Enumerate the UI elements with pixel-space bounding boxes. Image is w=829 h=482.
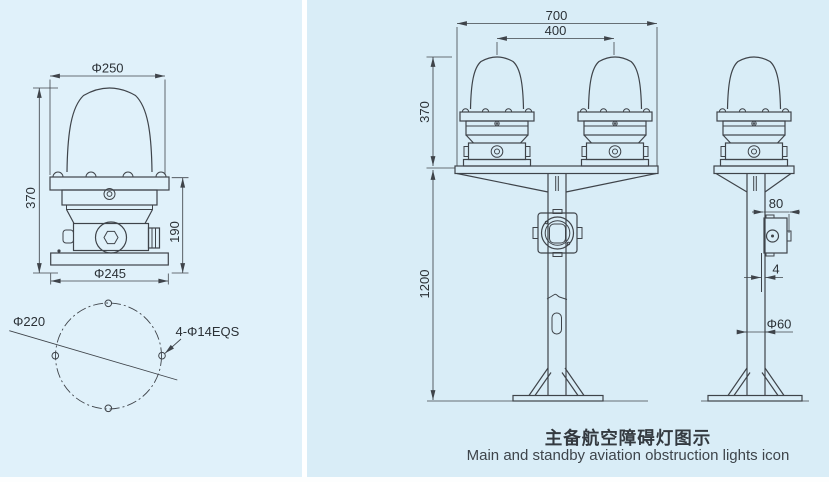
dim-label-400: 400 xyxy=(545,23,567,38)
pole-break-line xyxy=(546,293,568,300)
dim-label-1200: 1200 xyxy=(417,270,432,299)
dim-label-370: 370 xyxy=(23,187,38,209)
crossbar xyxy=(454,165,659,175)
dim-phi250: Φ250 xyxy=(49,61,166,175)
phi220-leader-line xyxy=(9,330,178,381)
bottom-strip xyxy=(0,477,829,482)
bolt-hole-right xyxy=(158,351,166,360)
bolt-circle-view: Φ220 4-Φ14EQS xyxy=(9,299,240,413)
pole-side xyxy=(746,173,766,396)
background-left xyxy=(0,0,302,482)
base-gussets-front xyxy=(528,367,585,396)
bolt-hole-top xyxy=(104,299,113,308)
dim-370-right: 370 xyxy=(417,56,455,169)
bolt-hole-bottom xyxy=(104,404,113,413)
dim-label-4: 4 xyxy=(772,262,779,277)
junction-box-front xyxy=(532,209,583,257)
dim-80: 80 xyxy=(752,196,800,233)
dim-label-700: 700 xyxy=(546,8,568,23)
side-view: 80 4 Φ60 xyxy=(701,56,809,402)
dim-label-holes: 4-Φ14EQS xyxy=(176,324,240,339)
support-bracket-side xyxy=(715,172,792,193)
dim-400: 400 xyxy=(496,23,615,55)
front-view: 700 400 370 1200 xyxy=(417,8,659,402)
caption-english: Main and standby aviation obstruction li… xyxy=(466,447,790,464)
dim-190: 190 xyxy=(167,177,189,274)
dim-label-phi60: Φ60 xyxy=(767,317,792,332)
pole-slot xyxy=(551,312,562,335)
junction-box-side xyxy=(763,214,792,257)
panel-divider xyxy=(302,0,307,482)
dim-label-phi220: Φ220 xyxy=(13,314,45,329)
crossbar-side xyxy=(713,165,795,175)
dim-phi245: Φ245 xyxy=(50,266,169,285)
dim-label-phi250: Φ250 xyxy=(91,61,123,76)
base-gussets-side xyxy=(727,367,785,396)
dim-label-370-right: 370 xyxy=(417,101,432,123)
dim-label-80: 80 xyxy=(769,196,783,211)
bolt-hole-left xyxy=(51,351,60,360)
single-light-elevation: Φ250 370 190 Φ245 xyxy=(23,61,189,285)
dim-label-190: 190 xyxy=(167,221,182,243)
caption-chinese: 主备航空障碍灯图示 xyxy=(544,428,712,448)
dim-4: 4 xyxy=(744,262,783,280)
holes-leader-line xyxy=(164,338,182,354)
dim-phi60: Φ60 xyxy=(736,317,793,335)
dim-370-left: 370 xyxy=(23,87,58,274)
dim-700: 700 xyxy=(456,8,658,166)
support-bracket xyxy=(456,172,657,193)
bolt-circle xyxy=(55,302,162,410)
dim-1200: 1200 xyxy=(417,170,436,400)
pole xyxy=(547,173,567,396)
dim-label-phi245: Φ245 xyxy=(94,266,126,281)
